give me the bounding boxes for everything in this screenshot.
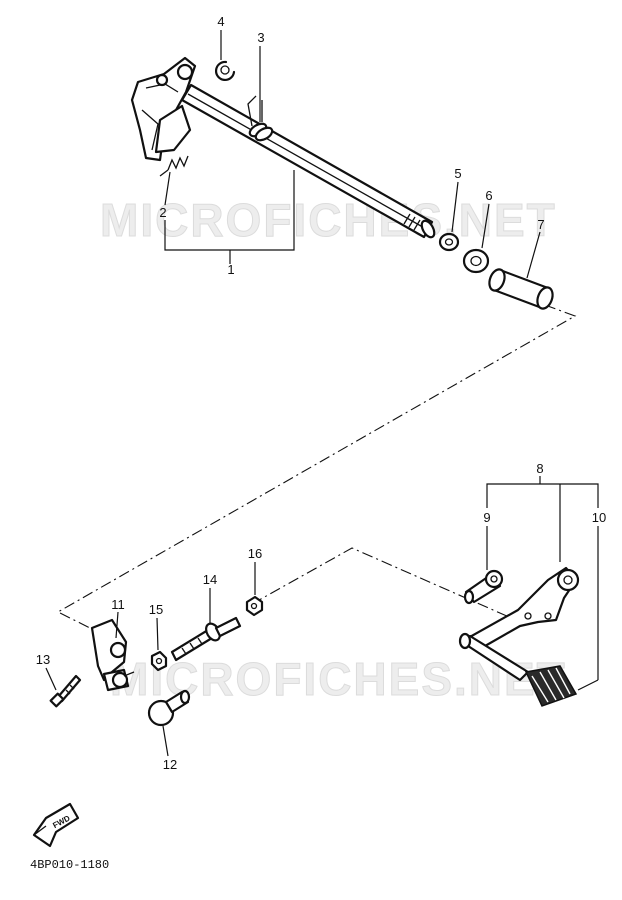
rod-end-joint — [463, 569, 504, 605]
callout-11: 11 — [111, 597, 125, 612]
callout-1: 1 — [227, 262, 234, 277]
callout-7: 7 — [537, 217, 544, 232]
callout-5: 5 — [454, 166, 461, 181]
bolt — [49, 674, 82, 708]
collar-sleeve — [488, 268, 554, 310]
diagram-code: 4BP010-1180 — [30, 858, 109, 872]
shift-lever-arm — [90, 618, 135, 692]
pivot-bolt — [170, 616, 242, 662]
shift-pedal-assembly — [458, 566, 580, 707]
shift-pedal-rubber — [524, 665, 578, 707]
callout-6: 6 — [485, 188, 492, 203]
callout-2: 2 — [159, 205, 166, 220]
callout-15: 15 — [149, 602, 163, 617]
callout-10: 10 — [592, 510, 606, 525]
leader-lines — [45, 30, 599, 757]
forward-arrow-badge: FWD — [32, 802, 80, 848]
callout-13: 13 — [36, 652, 50, 667]
callout-9: 9 — [483, 510, 490, 525]
small-spring — [159, 155, 189, 177]
callout-4: 4 — [217, 14, 224, 29]
callout-8: 8 — [536, 461, 543, 476]
callout-14: 14 — [203, 572, 217, 587]
shift-shaft-assembly — [130, 56, 436, 239]
callout-3: 3 — [257, 30, 264, 45]
washer — [438, 232, 460, 252]
shoulder-bolt — [147, 689, 191, 727]
watermark-top: MICROFICHES.NET — [100, 194, 557, 246]
callout-16: 16 — [248, 546, 262, 561]
circlip — [214, 60, 236, 82]
assembly-line-shaft-to-lever — [56, 304, 577, 643]
oil-seal — [462, 248, 490, 274]
nut — [150, 650, 168, 672]
callout-12: 12 — [163, 757, 177, 772]
nut-upper — [245, 595, 264, 617]
